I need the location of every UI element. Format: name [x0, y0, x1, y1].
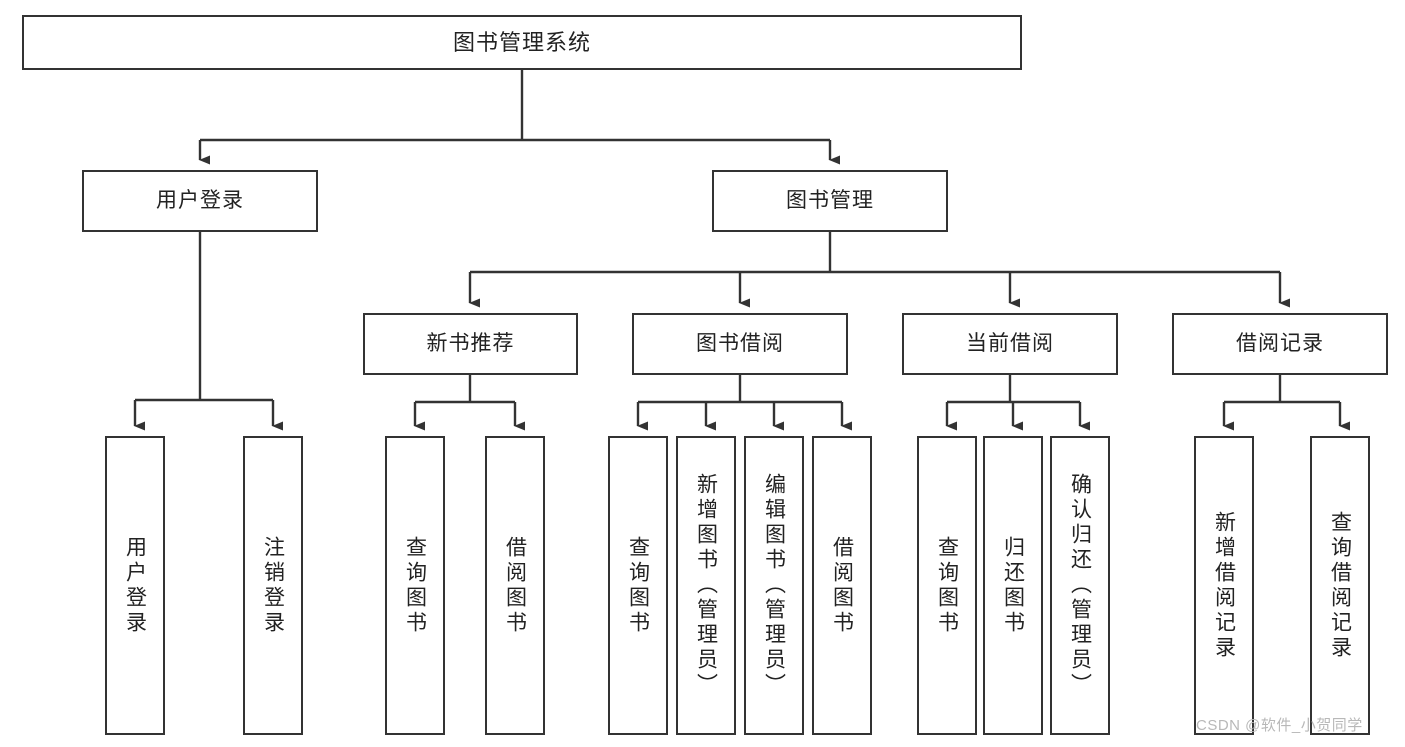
- node-leaf-query-book-3[interactable]: 查询图书: [917, 436, 977, 735]
- node-borrow-record[interactable]: 借阅记录: [1172, 313, 1388, 375]
- node-leaf-logout[interactable]: 注销登录: [243, 436, 303, 735]
- node-current-borrow-label: 当前借阅: [966, 331, 1054, 355]
- node-current-borrow[interactable]: 当前借阅: [902, 313, 1118, 375]
- node-leaf-borrow-book-1-label: 借阅图书: [503, 535, 527, 636]
- node-leaf-query-book-2-label: 查询图书: [626, 535, 650, 636]
- node-leaf-query-book-2[interactable]: 查询图书: [608, 436, 668, 735]
- node-leaf-query-book-1-label: 查询图书: [403, 535, 427, 636]
- node-leaf-add-record-label: 新增借阅记录: [1212, 510, 1236, 661]
- node-leaf-query-book-3-label: 查询图书: [935, 535, 959, 636]
- node-leaf-confirm-return-label: 确认归还（管理员）: [1068, 473, 1092, 698]
- node-leaf-edit-book-label: 编辑图书（管理员）: [762, 473, 786, 698]
- node-leaf-query-record-label: 查询借阅记录: [1328, 510, 1352, 661]
- node-leaf-user-login-label: 用户登录: [123, 535, 147, 636]
- node-borrow-record-label: 借阅记录: [1236, 331, 1324, 355]
- node-book-manage-label: 图书管理: [786, 188, 874, 212]
- node-leaf-confirm-return[interactable]: 确认归还（管理员）: [1050, 436, 1110, 735]
- node-leaf-borrow-book-2[interactable]: 借阅图书: [812, 436, 872, 735]
- node-new-book-rec-label: 新书推荐: [426, 331, 515, 355]
- node-leaf-borrow-book-2-label: 借阅图书: [830, 535, 854, 636]
- node-leaf-logout-label: 注销登录: [261, 535, 285, 636]
- node-leaf-query-book-1[interactable]: 查询图书: [385, 436, 445, 735]
- node-book-borrow-label: 图书借阅: [696, 331, 784, 355]
- csdn-watermark: CSDN @软件_小贺同学: [1196, 717, 1363, 734]
- node-root-label: 图书管理系统: [452, 29, 591, 55]
- node-leaf-edit-book[interactable]: 编辑图书（管理员）: [744, 436, 804, 735]
- node-leaf-return-book-label: 归还图书: [1001, 535, 1025, 636]
- node-leaf-user-login[interactable]: 用户登录: [105, 436, 165, 735]
- node-user-login[interactable]: 用户登录: [82, 170, 318, 232]
- node-leaf-return-book[interactable]: 归还图书: [983, 436, 1043, 735]
- node-user-login-label: 用户登录: [156, 188, 244, 212]
- node-leaf-add-book-label: 新增图书（管理员）: [694, 473, 718, 698]
- node-root[interactable]: 图书管理系统: [22, 15, 1022, 70]
- node-leaf-query-record[interactable]: 查询借阅记录: [1310, 436, 1370, 735]
- node-leaf-add-record[interactable]: 新增借阅记录: [1194, 436, 1254, 735]
- node-new-book-rec[interactable]: 新书推荐: [363, 313, 578, 375]
- node-book-manage[interactable]: 图书管理: [712, 170, 948, 232]
- node-leaf-borrow-book-1[interactable]: 借阅图书: [485, 436, 545, 735]
- node-leaf-add-book[interactable]: 新增图书（管理员）: [676, 436, 736, 735]
- node-book-borrow[interactable]: 图书借阅: [632, 313, 848, 375]
